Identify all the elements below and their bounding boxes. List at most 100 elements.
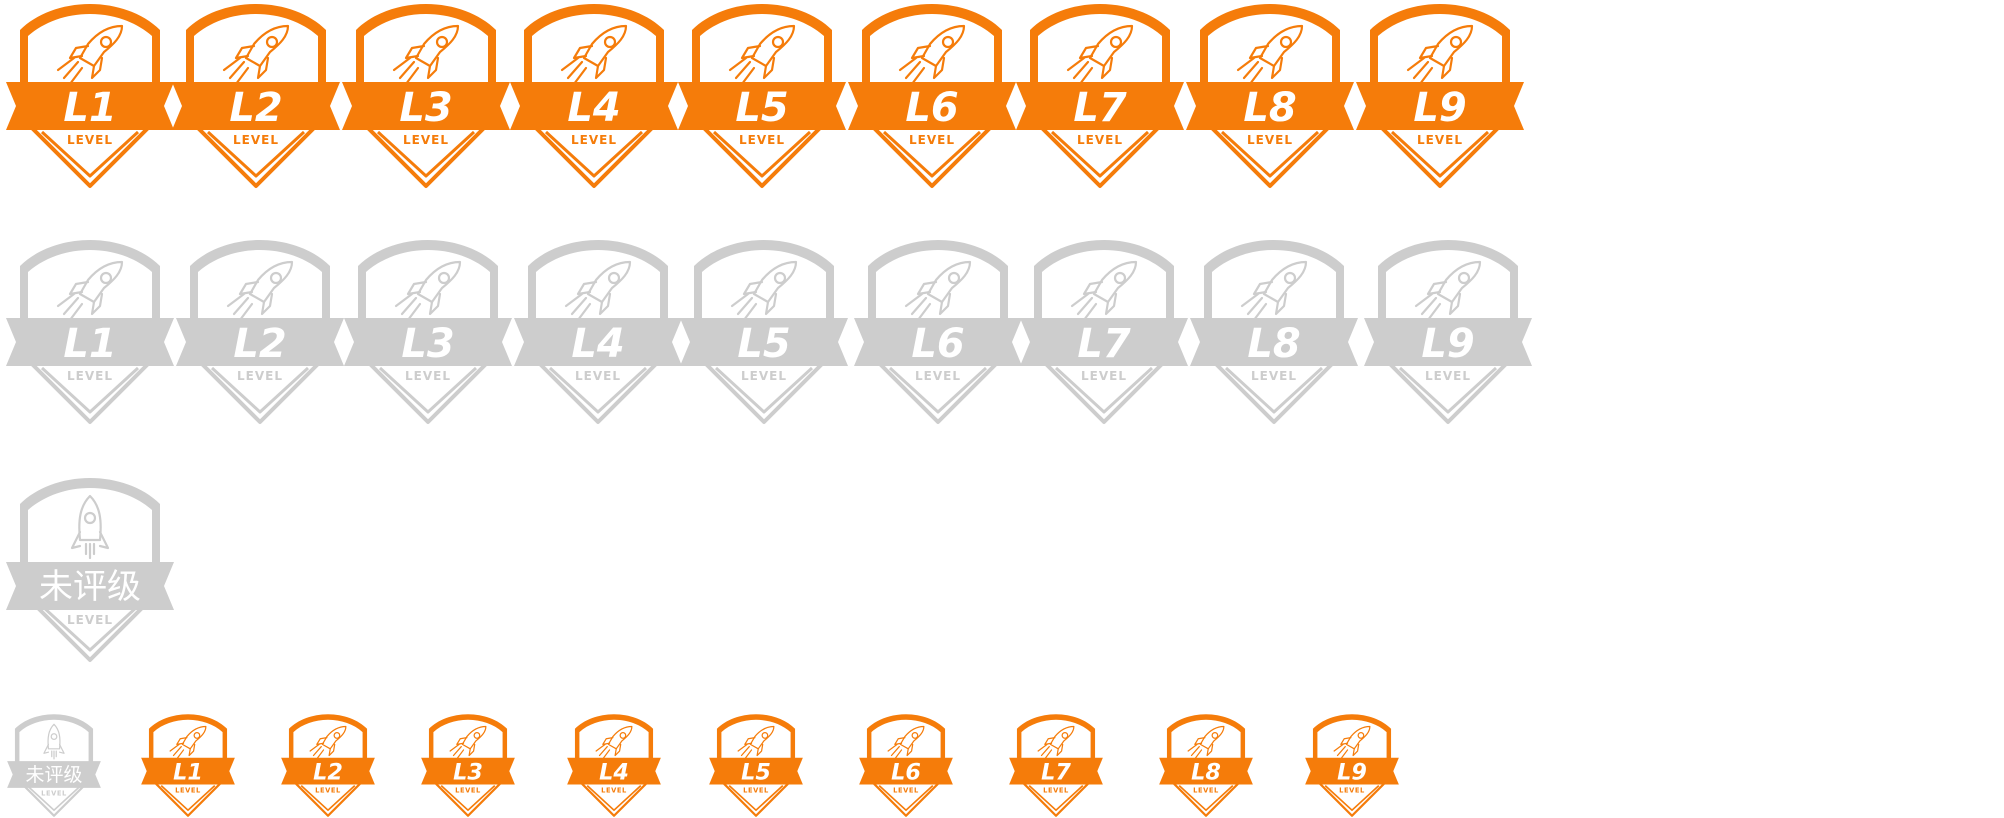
ribbon-banner [172, 82, 340, 130]
rocket-icon [169, 725, 207, 760]
rocket-icon [904, 260, 972, 322]
level-sub-label: LEVEL [405, 369, 451, 383]
ribbon-banner [678, 82, 846, 130]
level-sub-label: LEVEL [1077, 133, 1123, 147]
level-label: L1 [173, 760, 203, 786]
rocket-icon [728, 24, 796, 86]
shield-bottom-icon [1019, 779, 1093, 817]
level-label: L7 [1077, 321, 1130, 367]
ribbon-banner [141, 757, 235, 785]
shield-bottom-inner-icon [1398, 366, 1498, 414]
ribbon-banner [1356, 82, 1524, 130]
shield-bottom-icon [24, 594, 156, 662]
level-sub-label: LEVEL [455, 786, 481, 794]
ribbon-banner [514, 318, 682, 366]
ribbon-banner [510, 82, 678, 130]
rocket-icon [737, 725, 775, 760]
level-label: L3 [399, 85, 452, 131]
shield-bottom-inner-icon [1224, 366, 1324, 414]
level-label: 未评级 [26, 764, 83, 786]
shield-bottom-icon [872, 356, 1004, 424]
ribbon-banner [7, 761, 101, 788]
rocket-icon [1070, 260, 1138, 322]
ribbon-banner [6, 82, 174, 130]
ribbon-banner [344, 318, 512, 366]
rocket-icon [560, 24, 628, 86]
ribbon-banner [421, 757, 515, 785]
ribbon-banner [1009, 757, 1103, 785]
ribbon-banner [6, 562, 174, 610]
rocket-upright-icon [70, 494, 110, 560]
ribbon-banner [854, 318, 1022, 366]
shield-bottom-inner-icon [300, 785, 356, 812]
shield-bottom-icon [577, 779, 651, 817]
level-sub-label: LEVEL [571, 133, 617, 147]
ribbon-banner [567, 757, 661, 785]
shield-bottom-icon [1034, 120, 1166, 188]
level-label: L8 [1191, 760, 1221, 786]
shield-bottom-icon [528, 120, 660, 188]
shield-bottom-icon [1204, 120, 1336, 188]
level-sub-label: LEVEL [1425, 369, 1471, 383]
rocket-icon [564, 260, 632, 322]
level-label: L4 [567, 85, 620, 131]
level-label: L6 [891, 760, 921, 786]
shield-bottom-inner-icon [26, 785, 82, 812]
ribbon-banner [1190, 318, 1358, 366]
shield-bottom-icon [696, 120, 828, 188]
level-sub-label: LEVEL [893, 786, 919, 794]
shield-bottom-inner-icon [1054, 366, 1154, 414]
level-sub-label: LEVEL [1339, 786, 1365, 794]
shield-bottom-icon [190, 120, 322, 188]
shield-bottom-inner-icon [1178, 785, 1234, 812]
shield-bottom-inner-icon [376, 130, 476, 178]
shield-bottom-inner-icon [544, 130, 644, 178]
level-sub-label: LEVEL [909, 133, 955, 147]
level-label: L9 [1337, 760, 1367, 786]
shield-bottom-icon [360, 120, 492, 188]
level-sub-label: LEVEL [739, 133, 785, 147]
shield-bottom-inner-icon [40, 366, 140, 414]
rocket-icon [1066, 24, 1134, 86]
shield-bottom-icon [1382, 356, 1514, 424]
shield-bottom-icon [17, 779, 91, 817]
level-label: L7 [1073, 85, 1126, 131]
shield-outer-icon [14, 714, 94, 768]
shield-bottom-icon [698, 356, 830, 424]
level-label: L8 [1247, 321, 1300, 367]
ribbon-banner [1186, 82, 1354, 130]
rocket-icon [394, 260, 462, 322]
level-sub-label: LEVEL [1247, 133, 1293, 147]
level-label: L1 [63, 85, 116, 131]
level-label: L6 [911, 321, 964, 367]
level-sub-label: LEVEL [1417, 133, 1463, 147]
level-sub-label: LEVEL [233, 133, 279, 147]
level-sub-label: LEVEL [237, 369, 283, 383]
shield-outer-icon [20, 478, 160, 574]
shield-bottom-icon [291, 779, 365, 817]
rocket-icon [222, 24, 290, 86]
rocket-icon [595, 725, 633, 760]
